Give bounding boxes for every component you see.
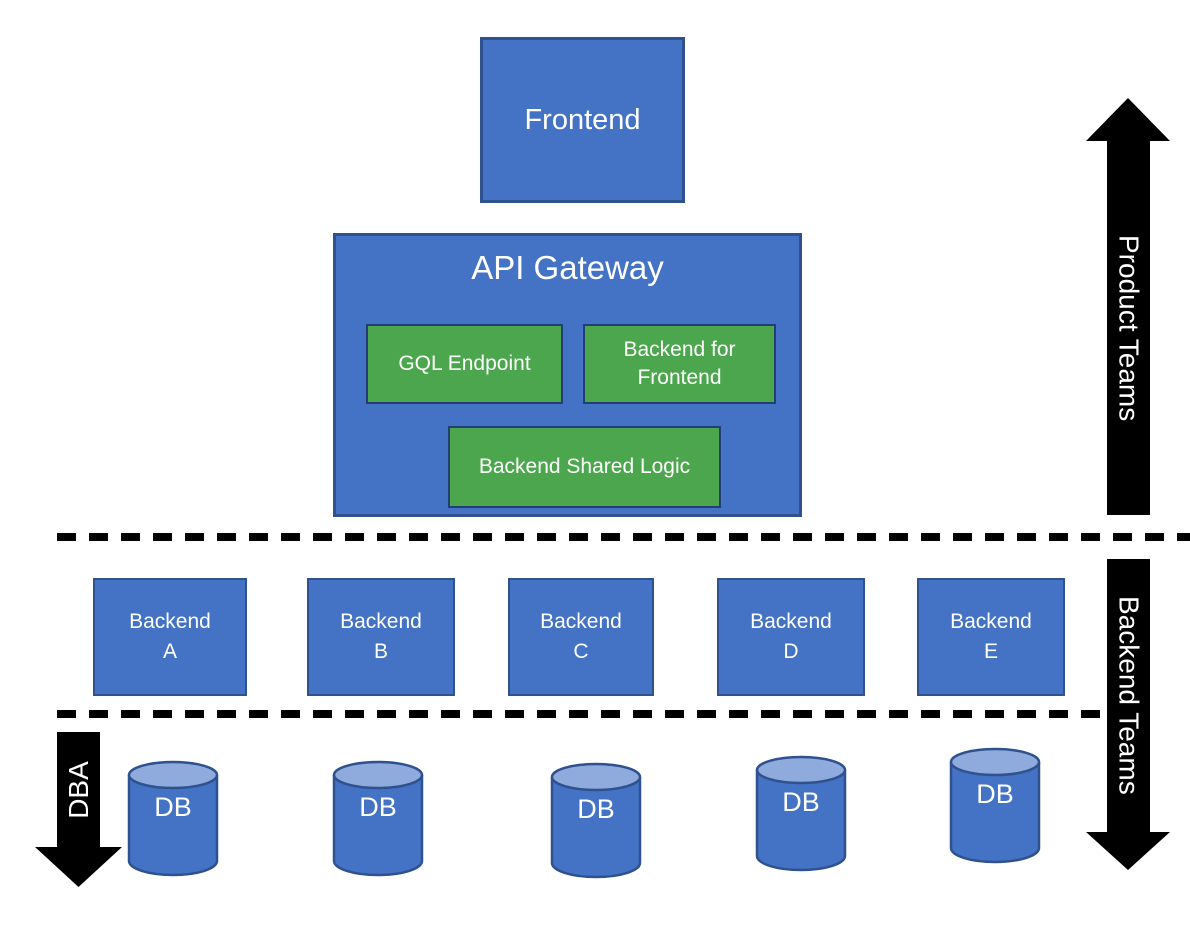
api-gateway-title: API Gateway (471, 249, 664, 286)
database-cylinder-icon (755, 755, 847, 872)
dashed-divider-bottom (57, 710, 1105, 718)
backend-teams-label: Backend Teams (1113, 596, 1145, 795)
backend-teams-label-container: Backend Teams (1107, 559, 1150, 832)
db-label: DB (359, 792, 397, 822)
dba-down-arrow-icon (35, 732, 122, 887)
gql-endpoint-box: GQL Endpoint (366, 324, 563, 404)
product-teams-label: Product Teams (1113, 234, 1145, 422)
db-label: DB (577, 794, 615, 824)
db-cylinder-5: DB (948, 745, 1042, 865)
frontend-label: Frontend (524, 103, 641, 136)
db-cylinder-1: DB (126, 758, 220, 878)
api-gateway-box: API Gateway GQL Endpoint Backend for Fro… (333, 233, 802, 517)
database-cylinder-icon (127, 760, 219, 877)
backend-for-frontend-box: Backend for Frontend (583, 324, 776, 404)
backend-teams-down-arrow-icon (1086, 559, 1170, 870)
db-label: DB (154, 792, 192, 822)
dba-label: DBA (62, 760, 94, 819)
database-cylinder-icon (949, 747, 1041, 864)
db-label: DB (782, 787, 820, 817)
gql-endpoint-label: GQL Endpoint (398, 351, 531, 375)
dba-label-container: DBA (57, 732, 100, 847)
database-cylinder-icon (550, 762, 642, 879)
backend-shared-logic-box: Backend Shared Logic (448, 426, 721, 508)
database-cylinder-icon (332, 760, 424, 877)
backend-for-frontend-label: Backend for Frontend (623, 337, 736, 389)
backend-shared-logic-label: Backend Shared Logic (478, 454, 691, 478)
frontend-box: Frontend (480, 37, 685, 203)
product-teams-up-arrow-icon (1086, 98, 1170, 515)
db-cylinder-2: DB (331, 758, 425, 878)
db-label: DB (976, 779, 1014, 809)
product-teams-label-container: Product Teams (1107, 141, 1150, 515)
db-cylinder-4: DB (754, 753, 848, 873)
db-cylinder-3: DB (549, 760, 643, 880)
dashed-divider-top (57, 533, 1190, 541)
